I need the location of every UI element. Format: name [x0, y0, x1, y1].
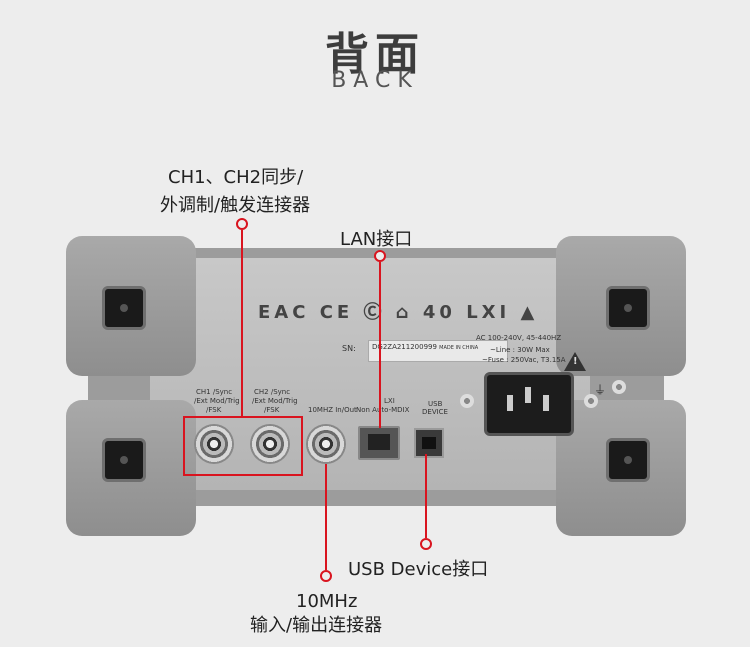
screw — [460, 394, 474, 408]
usb-device-port[interactable] — [414, 428, 444, 458]
callout-lan: LAN接口 — [340, 229, 413, 250]
lan-port[interactable] — [358, 426, 400, 460]
usb-port-label-1: USB — [428, 400, 443, 408]
ch1-port-label-1: CH1 /Sync — [196, 388, 233, 396]
page-title: 背面 — [325, 29, 425, 80]
power-pin — [507, 395, 513, 411]
callout-lan-leader — [379, 262, 381, 428]
bumper-hole — [606, 286, 650, 330]
ch2-port-label-3: /FSK — [264, 406, 280, 414]
callout-ref-dot — [320, 570, 332, 582]
ground-icon: ⏚ — [594, 383, 607, 397]
sn-label-prefix: SN: — [342, 344, 356, 353]
power-spec-3: ~Fuse : 250Vac, T3.15A — [482, 356, 566, 364]
power-inlet — [484, 372, 574, 436]
lan-port-label-1: LXI — [384, 397, 395, 405]
bumper-bottom-right — [556, 400, 686, 536]
page-subtitle: BACK — [331, 68, 419, 93]
callout-ref-leader — [325, 464, 327, 570]
ch2-port-label-1: CH2 /Sync — [254, 388, 291, 396]
callout-usb-dot — [420, 538, 432, 550]
screw — [584, 394, 598, 408]
warning-icon — [564, 352, 586, 371]
usb-port-label-2: DEVICE — [422, 408, 448, 416]
callout-ch-dot — [236, 218, 248, 230]
callout-ch-leader — [241, 230, 243, 416]
lan-port-label-2: Non Auto-MDIX — [356, 406, 410, 414]
power-pin — [543, 395, 549, 411]
power-spec-2: ~Line : 30W Max — [490, 346, 550, 354]
callout-ch-line2: 外调制/触发连接器 — [160, 195, 311, 216]
bumper-hole — [102, 438, 146, 482]
callout-ref-line1: 10MHz — [296, 591, 358, 612]
power-spec-1: AC 100-240V, 45-440HZ — [476, 334, 562, 342]
made-in: MADE IN CHINA — [439, 345, 479, 351]
ch1-bnc-connector[interactable] — [194, 424, 234, 464]
ch1-port-label-3: /FSK — [206, 406, 222, 414]
screw — [612, 380, 626, 394]
sn-label: DG2ZA211200999 MADE IN CHINA — [368, 340, 508, 362]
callout-usb-leader — [425, 454, 427, 538]
ch2-bnc-connector[interactable] — [250, 424, 290, 464]
bumper-hole — [606, 438, 650, 482]
bumper-hole — [102, 286, 146, 330]
serial-number: DG2ZA211200999 — [372, 343, 437, 351]
callout-ch-line1: CH1、CH2同步/ — [168, 167, 304, 188]
callout-usb: USB Device接口 — [348, 559, 489, 580]
bumper-top-left — [66, 236, 196, 376]
callout-ref-line2: 输入/输出连接器 — [250, 615, 383, 636]
ch-connectors-highlight — [183, 416, 303, 476]
ch1-port-label-2: /Ext Mod/Trig — [194, 397, 240, 405]
ch2-port-label-2: /Ext Mod/Trig — [252, 397, 298, 405]
ref-bnc-connector[interactable] — [306, 424, 346, 464]
power-pin — [525, 387, 531, 403]
certification-marks: EAC CE Ⓒ ⌂ 40 LXI ▲ — [258, 302, 539, 323]
bumper-bottom-left — [66, 400, 196, 536]
callout-lan-dot — [374, 250, 386, 262]
ref-port-label: 10MHZ In/Out — [308, 406, 357, 414]
